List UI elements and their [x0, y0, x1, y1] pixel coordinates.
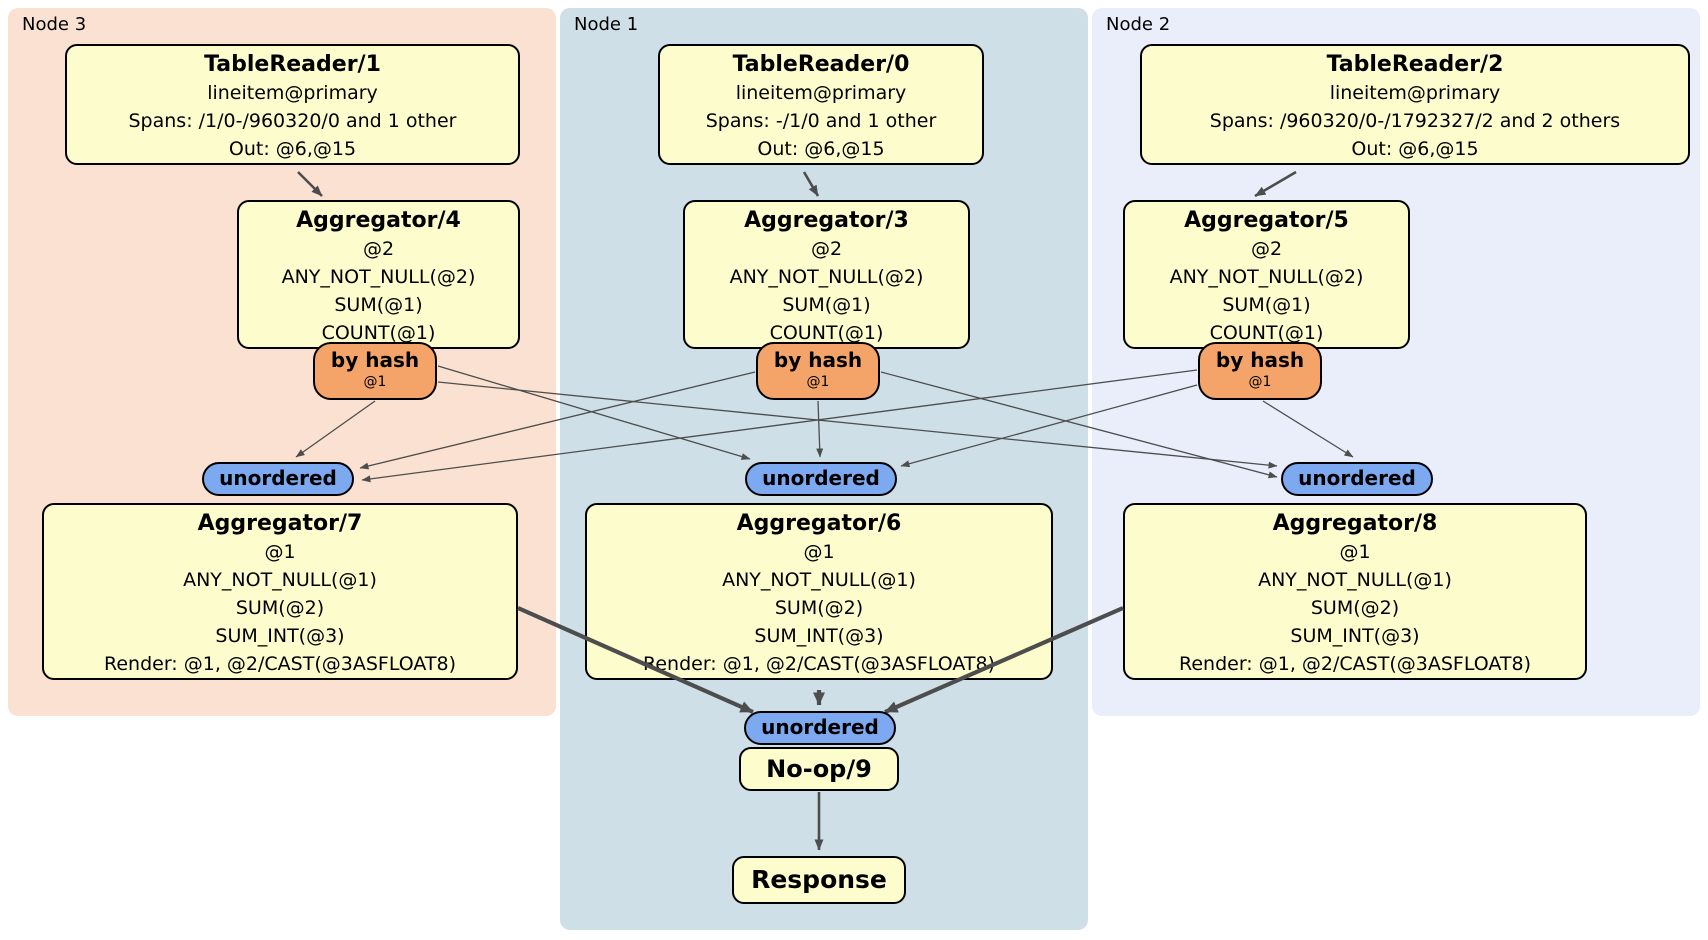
- processor-aggregator-5: Aggregator/5 @2 ANY_NOT_NULL(@2) SUM(@1)…: [1123, 200, 1410, 349]
- processor-detail: Out: @6,@15: [228, 138, 357, 160]
- processor-aggregator-6: Aggregator/6 @1 ANY_NOT_NULL(@1) SUM(@2)…: [585, 503, 1053, 680]
- processor-detail: COUNT(@1): [769, 322, 884, 344]
- sync-unordered-node2: unordered: [1281, 462, 1433, 496]
- processor-title: TableReader/0: [732, 52, 910, 77]
- router-key: @1: [363, 374, 387, 390]
- router-key: @1: [806, 374, 830, 390]
- router-key: @1: [1248, 374, 1272, 390]
- processor-detail: Spans: /1/0-/960320/0 and 1 other: [128, 110, 457, 132]
- sync-unordered-final: unordered: [744, 711, 896, 745]
- processor-detail: Spans: -/1/0 and 1 other: [705, 110, 937, 132]
- processor-detail: lineitem@primary: [735, 82, 907, 104]
- router-label: by hash: [1215, 348, 1305, 372]
- processor-detail: Out: @6,@15: [757, 138, 885, 160]
- processor-detail: COUNT(@1): [1209, 322, 1324, 344]
- region-node-1-label: Node 1: [574, 14, 639, 35]
- router-label: by hash: [330, 348, 420, 372]
- processor-detail: SUM_INT(@3): [754, 625, 884, 647]
- processor-title: TableReader/1: [204, 52, 381, 77]
- processor-detail: lineitem@primary: [207, 82, 378, 104]
- processor-aggregator-7: Aggregator/7 @1 ANY_NOT_NULL(@1) SUM(@2)…: [42, 503, 518, 680]
- processor-detail: Render: @1, @2/CAST(@3ASFLOAT8): [643, 653, 995, 675]
- processor-aggregator-4: Aggregator/4 @2 ANY_NOT_NULL(@2) SUM(@1)…: [237, 200, 520, 349]
- processor-detail: SUM(@2): [1310, 597, 1400, 619]
- processor-detail: SUM(@1): [782, 294, 871, 316]
- region-node-3-label: Node 3: [22, 14, 87, 35]
- processor-detail: ANY_NOT_NULL(@1): [1258, 569, 1452, 591]
- region-node-2-label: Node 2: [1106, 14, 1171, 35]
- router-by-hash-node3: by hash @1: [313, 342, 437, 400]
- processor-title: Aggregator/3: [744, 208, 909, 233]
- processor-title: No-op/9: [766, 755, 872, 783]
- processor-title: Response: [751, 865, 887, 894]
- processor-title: TableReader/2: [1326, 52, 1504, 77]
- processor-noop-9: No-op/9: [739, 747, 899, 791]
- processor-tablereader-1: TableReader/1 lineitem@primary Spans: /1…: [65, 44, 520, 165]
- processor-detail: ANY_NOT_NULL(@1): [183, 569, 377, 591]
- processor-detail: ANY_NOT_NULL(@2): [1169, 266, 1364, 288]
- processor-detail: @2: [1250, 238, 1283, 260]
- processor-detail: @1: [803, 541, 835, 563]
- sync-unordered-node1: unordered: [745, 462, 897, 496]
- sync-unordered-node3: unordered: [202, 462, 354, 496]
- processor-detail: @1: [1339, 541, 1371, 563]
- router-by-hash-node2: by hash @1: [1198, 342, 1322, 400]
- processor-title: Aggregator/6: [736, 511, 902, 536]
- processor-detail: SUM(@1): [1222, 294, 1311, 316]
- processor-detail: Spans: /960320/0-/1792327/2 and 2 others: [1209, 110, 1621, 132]
- processor-title: Aggregator/4: [296, 208, 461, 233]
- processor-detail: ANY_NOT_NULL(@1): [722, 569, 916, 591]
- processor-detail: COUNT(@1): [321, 322, 436, 344]
- processor-detail: SUM(@2): [235, 597, 325, 619]
- processor-aggregator-3: Aggregator/3 @2 ANY_NOT_NULL(@2) SUM(@1)…: [683, 200, 970, 349]
- processor-title: Aggregator/8: [1272, 511, 1438, 536]
- processor-title: Aggregator/5: [1184, 208, 1349, 233]
- processor-detail: @2: [362, 238, 395, 260]
- processor-detail: ANY_NOT_NULL(@2): [281, 266, 476, 288]
- processor-tablereader-2: TableReader/2 lineitem@primary Spans: /9…: [1140, 44, 1690, 165]
- processor-detail: Out: @6,@15: [1351, 138, 1479, 160]
- processor-title: Aggregator/7: [197, 511, 363, 536]
- processor-detail: Render: @1, @2/CAST(@3ASFLOAT8): [1179, 653, 1531, 675]
- processor-detail: @1: [264, 541, 296, 563]
- processor-detail: @2: [810, 238, 843, 260]
- processor-detail: SUM_INT(@3): [1290, 625, 1420, 647]
- processor-detail: Render: @1, @2/CAST(@3ASFLOAT8): [104, 653, 456, 675]
- router-by-hash-node1: by hash @1: [756, 342, 880, 400]
- processor-aggregator-8: Aggregator/8 @1 ANY_NOT_NULL(@1) SUM(@2)…: [1123, 503, 1587, 680]
- router-label: by hash: [773, 348, 863, 372]
- processor-detail: SUM(@2): [774, 597, 864, 619]
- processor-detail: SUM(@1): [334, 294, 423, 316]
- processor-detail: ANY_NOT_NULL(@2): [729, 266, 924, 288]
- processor-detail: SUM_INT(@3): [215, 625, 345, 647]
- processor-detail: lineitem@primary: [1329, 82, 1501, 104]
- processor-tablereader-0: TableReader/0 lineitem@primary Spans: -/…: [658, 44, 984, 165]
- processor-response: Response: [732, 856, 906, 904]
